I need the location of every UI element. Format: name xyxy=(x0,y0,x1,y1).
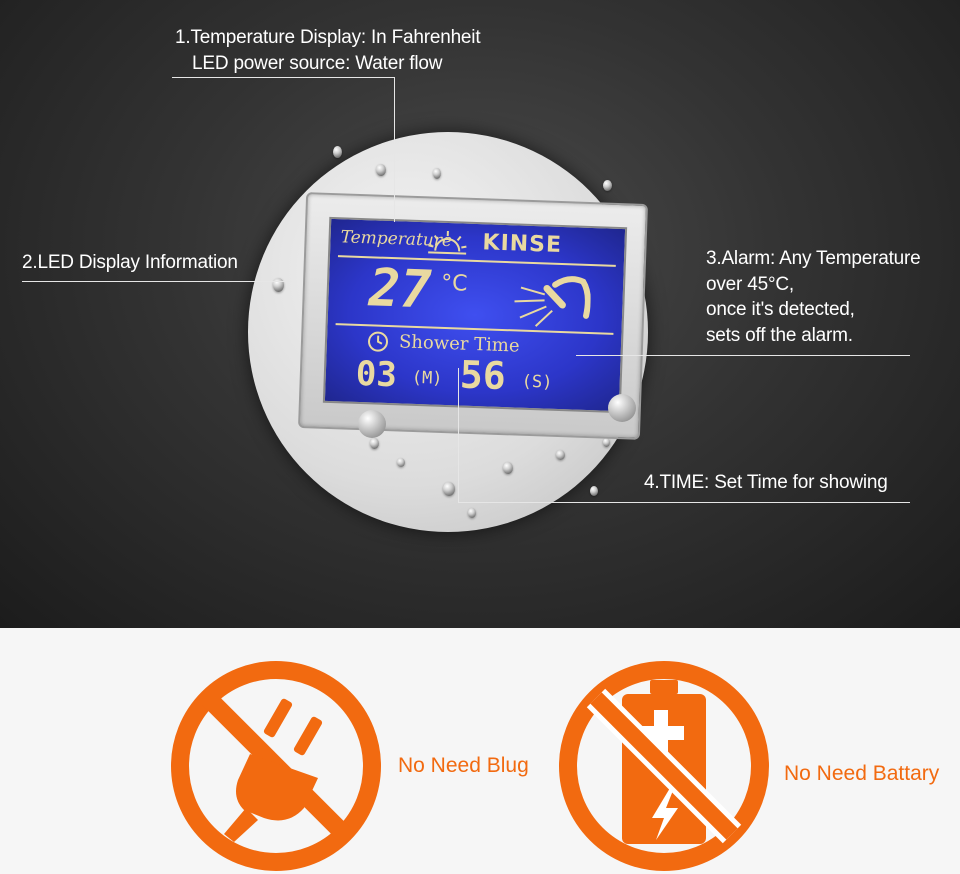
lcd-minutes-value: 03 xyxy=(355,353,398,396)
callout-line xyxy=(458,368,459,502)
water-drop xyxy=(468,508,476,518)
lcd-temperature-unit: °C xyxy=(440,270,468,297)
plug-icon xyxy=(171,661,381,871)
no-battery-label: No Need Battary xyxy=(784,762,940,785)
lcd-minutes-unit: (M) xyxy=(411,367,443,389)
water-drop xyxy=(376,164,386,176)
battery-icon xyxy=(559,661,769,871)
sun-icon xyxy=(428,230,467,255)
water-drop xyxy=(503,462,513,474)
callout-alarm-line4: sets off the alarm. xyxy=(706,325,853,346)
lcd-seconds-value: 56 xyxy=(459,352,507,399)
callout-alarm-line1: 3.Alarm: Any Temperature xyxy=(706,248,921,269)
water-drop xyxy=(590,486,598,496)
callout-line xyxy=(22,281,292,282)
water-drop xyxy=(556,450,565,460)
lcd-screen: Temperature KINSE 27 °C xyxy=(322,216,628,414)
screw-right xyxy=(608,394,636,422)
brand-logo: KINSE xyxy=(482,230,563,258)
water-drop xyxy=(443,482,455,496)
callout-alarm-line2: over 45°C, xyxy=(706,274,794,295)
water-drop xyxy=(333,146,342,158)
callout-time: 4.TIME: Set Time for showing xyxy=(644,472,888,493)
water-drop xyxy=(603,180,612,191)
shower-head-icon xyxy=(514,276,591,327)
screw-left xyxy=(358,410,386,438)
clock-icon xyxy=(368,331,389,352)
lcd-seconds-unit: (S) xyxy=(521,371,553,393)
callout-line xyxy=(394,77,395,222)
callout-line xyxy=(576,355,910,356)
water-drop xyxy=(397,458,405,467)
display-showcase: Temperature KINSE 27 °C xyxy=(0,0,960,628)
callout-alarm-line3: once it's detected, xyxy=(706,299,855,320)
lcd-temperature-value: 27 xyxy=(367,258,433,321)
callout-temperature-line2: LED power source: Water flow xyxy=(192,53,443,74)
water-drop xyxy=(273,278,284,292)
callout-led-display: 2.LED Display Information xyxy=(22,252,238,273)
water-drop xyxy=(603,438,610,447)
water-drop xyxy=(370,438,379,449)
no-plug-label: No Need Blug xyxy=(398,754,529,777)
feature-badges: No Need Blug No Need Battary xyxy=(0,628,960,874)
callout-line xyxy=(172,77,394,78)
callout-line xyxy=(458,502,910,503)
water-drop xyxy=(433,168,441,179)
callout-temperature-line1: 1.Temperature Display: In Fahrenheit xyxy=(175,27,481,48)
